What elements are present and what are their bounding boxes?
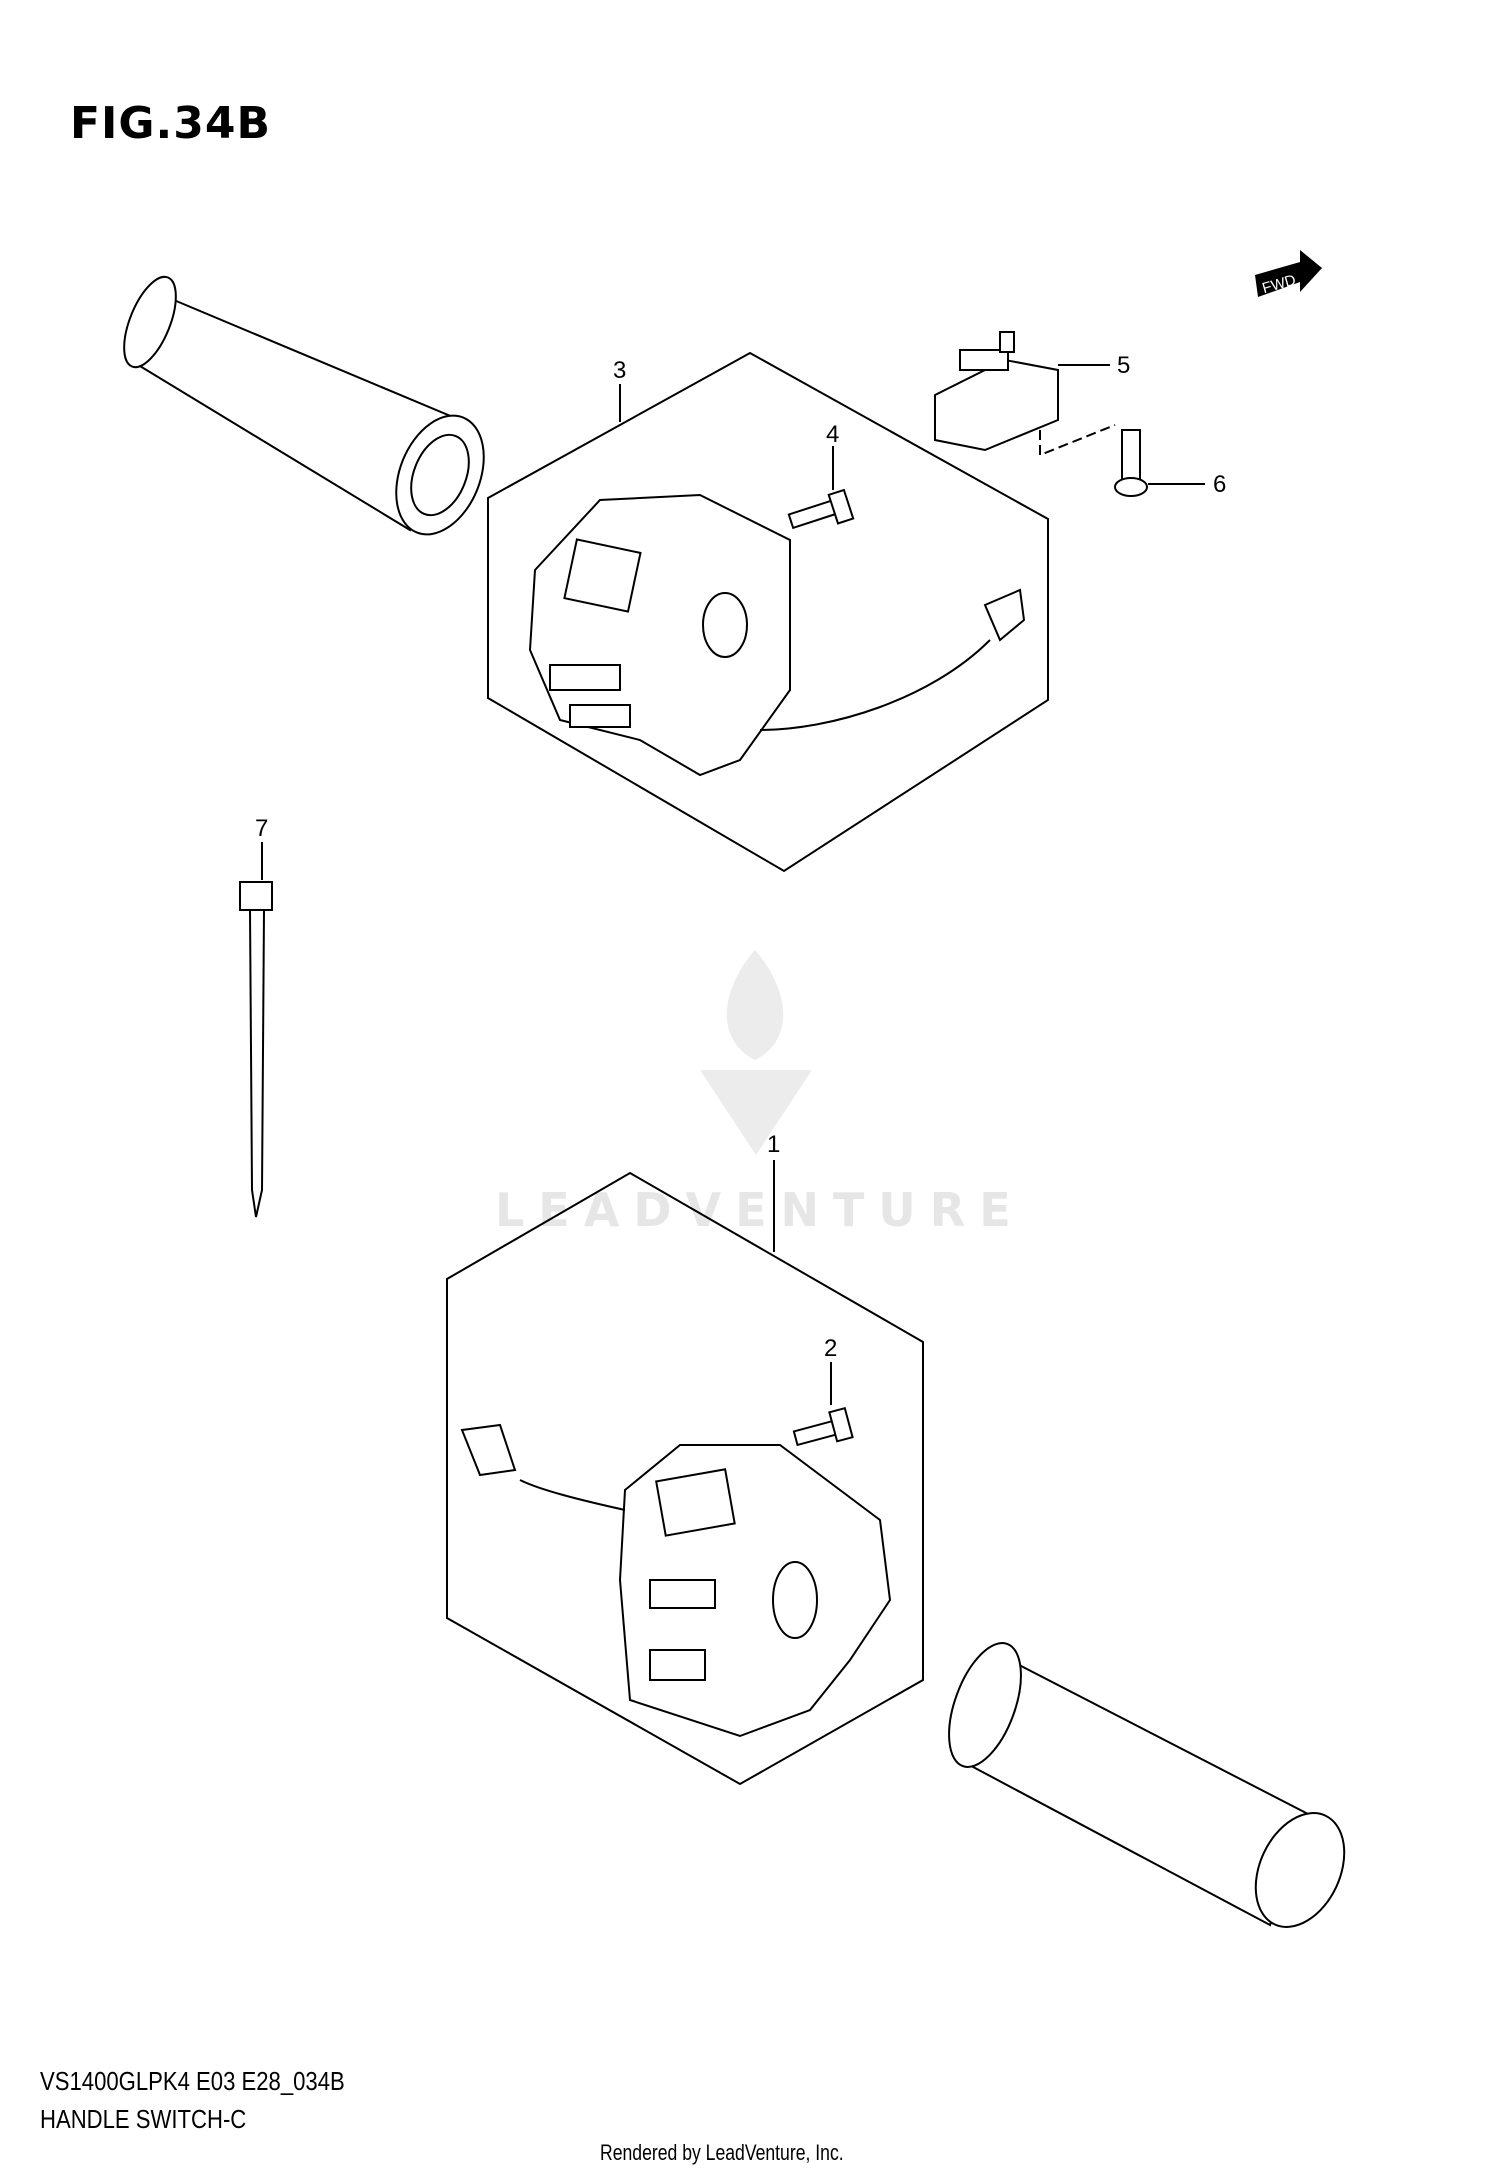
svg-text:3: 3 <box>613 357 626 384</box>
handlebar-grip-left <box>123 275 485 536</box>
svg-text:1: 1 <box>767 1131 780 1158</box>
rendered-by-credit: Rendered by LeadVenture, Inc. <box>600 2140 844 2165</box>
fwd-arrow-icon: FWD <box>1255 250 1322 297</box>
handle-switch-left[interactable] <box>528 493 1026 777</box>
section-name: HANDLE SWITCH-C <box>40 2104 247 2134</box>
svg-text:5: 5 <box>1117 352 1130 379</box>
assembly-box-1 <box>446 1171 924 1786</box>
screw-2[interactable] <box>792 1406 854 1447</box>
switch-5[interactable] <box>934 331 1059 452</box>
svg-text:2: 2 <box>824 1335 837 1362</box>
throttle-grip-right <box>948 1642 1346 1928</box>
handle-switch-right[interactable] <box>460 1423 892 1738</box>
figure-title: FIG.34B <box>70 98 272 149</box>
screw-4[interactable] <box>787 488 855 530</box>
callout-3: 3 <box>613 357 626 422</box>
assembly-box-3 <box>487 351 1049 873</box>
callout-6: 6 <box>1148 471 1226 498</box>
callout-4: 4 <box>826 421 839 490</box>
svg-text:6: 6 <box>1213 471 1226 498</box>
callout-1: 1 <box>767 1131 780 1252</box>
screw-6[interactable] <box>1114 429 1148 497</box>
cable-tie-7[interactable] <box>239 881 273 1218</box>
callout-5: 5 <box>1058 352 1130 379</box>
watermark-text: LEADVENTURE <box>495 1183 1025 1237</box>
callout-7: 7 <box>255 815 268 880</box>
svg-text:4: 4 <box>826 421 839 448</box>
callout-2: 2 <box>824 1335 837 1405</box>
svg-text:7: 7 <box>255 815 268 842</box>
leadventure-watermark: LEADVENTURE <box>495 950 1025 1237</box>
model-code: VS1400GLPK4 E03 E28_034B <box>40 2066 345 2096</box>
